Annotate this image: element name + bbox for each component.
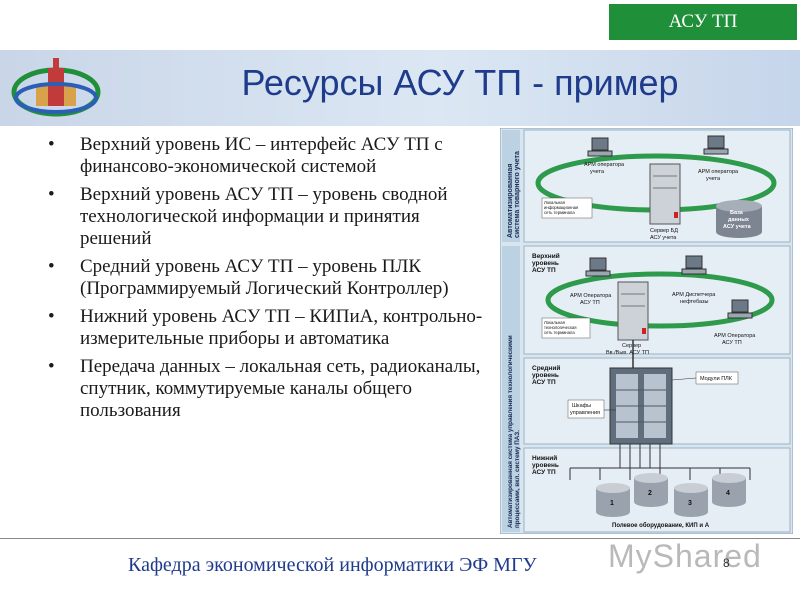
- side-band-bottom: [502, 246, 520, 532]
- db-label-2: данных: [728, 217, 750, 223]
- workstation-icon: [587, 137, 613, 157]
- ws3-label-2: АСУ ТП: [580, 300, 600, 306]
- side-label-bottom-2: процессами, вкл. систему ПАЗ.: [514, 430, 521, 528]
- title-band: [0, 50, 800, 126]
- low-level-label-2: уровень: [532, 462, 559, 469]
- tank-icon: [712, 473, 746, 507]
- ws3-label-1: АРМ Оператора: [570, 293, 612, 299]
- cabinet-label-2: управления: [570, 410, 600, 416]
- server-icon: [617, 281, 649, 341]
- section-tag: АСУ ТП: [609, 4, 797, 40]
- control-cabinet-icon: [609, 367, 673, 445]
- bullet-item: Средний уровень АСУ ТП – уровень ПЛК (Пр…: [48, 256, 488, 300]
- mid-level-label-2: уровень: [532, 372, 559, 379]
- tank-icon: [596, 483, 630, 517]
- tank-icon: [674, 483, 708, 517]
- bullet-item: Нижний уровень АСУ ТП – КИПиА, контрольн…: [48, 306, 488, 350]
- ws1-label-2: учета: [590, 169, 605, 175]
- tank-label: 2: [648, 490, 652, 497]
- plc-label: Модули ПЛК: [700, 376, 733, 382]
- workstation-icon: [703, 135, 729, 155]
- ws5-label-1: АРМ Оператора: [714, 333, 756, 339]
- bullet-list: Верхний уровень ИС – интерфейс АСУ ТП с …: [48, 134, 488, 428]
- workstation-icon: [585, 257, 611, 277]
- workstation-icon: [681, 255, 707, 275]
- server1-label-2: АСУ учета: [650, 235, 677, 241]
- bullet-item: Верхний уровень ИС – интерфейс АСУ ТП с …: [48, 134, 488, 178]
- tank-label: 4: [726, 490, 730, 497]
- page-title: Ресурсы АСУ ТП - пример: [241, 62, 679, 103]
- ws5-label-2: АСУ ТП: [722, 340, 742, 346]
- ws4-label-2: нефтебазы: [680, 299, 708, 305]
- upper-level-label-2: уровень: [532, 260, 559, 267]
- workstation-icon: [727, 299, 753, 319]
- footer-text: Кафедра экономической информатики ЭФ МГУ: [128, 554, 537, 576]
- side-label-top-1: Автоматизированная: [507, 164, 514, 238]
- lan2-label-2: технологическая: [544, 325, 577, 330]
- tank-label: 3: [688, 500, 692, 507]
- low-level-label-3: АСУ ТП: [532, 469, 556, 476]
- mid-level-label-3: АСУ ТП: [532, 379, 556, 386]
- server-icon: [649, 163, 681, 225]
- server2-label-1: Сервер: [622, 343, 641, 349]
- ws2-label-1: АРМ оператора: [698, 169, 739, 175]
- server1-label-1: Сервер БД: [650, 228, 678, 234]
- ws2-label-2: учета: [706, 176, 721, 182]
- field-equipment-label: Полевое оборудование, КИП и А: [612, 522, 710, 529]
- side-label-top-2: система товарного учета: [514, 151, 521, 238]
- watermark: MyShared: [608, 538, 762, 574]
- upper-level-label-3: АСУ ТП: [532, 267, 556, 274]
- lan2-label-3: сеть терминала: [544, 330, 575, 335]
- low-level-label-1: Нижний: [532, 454, 557, 462]
- side-band-top: [502, 130, 520, 242]
- tank-label: 1: [610, 500, 614, 507]
- lan1-label-2: информационная: [544, 205, 578, 210]
- bullet-item: Передача данных – локальная сеть, радиок…: [48, 356, 488, 422]
- asu-tp-architecture-diagram: Автоматизированная система товарного уче…: [500, 128, 793, 534]
- tank-icon: [634, 473, 668, 507]
- footer-divider: [0, 538, 800, 539]
- lan2-label-1: Локальная: [544, 320, 565, 325]
- db-label-1: База: [730, 210, 744, 216]
- upper-level-label-1: Верхний: [532, 252, 560, 260]
- lan1-label-1: Локальная: [544, 200, 565, 205]
- server2-label-2: Вв./Выв. АСУ ТП: [606, 350, 649, 356]
- lan1-label-3: сеть терминала: [544, 210, 575, 215]
- side-label-bottom-1: Автоматизированная система управления те…: [507, 335, 514, 528]
- db-label-3: АСУ учета: [723, 224, 752, 230]
- cabinet-label-1: Шкафы: [572, 403, 591, 409]
- ws1-label-1: АРМ оператора: [584, 162, 625, 168]
- page-number: 8: [723, 556, 730, 570]
- lan-ring-2: [545, 271, 775, 329]
- bullet-item: Верхний уровень АСУ ТП – уровень сводной…: [48, 184, 488, 250]
- ws4-label-1: АРМ Диспетчера: [672, 292, 716, 298]
- university-logo: [11, 58, 101, 117]
- database-icon: [716, 200, 762, 238]
- mid-level-label-1: Средний: [532, 364, 560, 372]
- field-wiring: [569, 444, 751, 480]
